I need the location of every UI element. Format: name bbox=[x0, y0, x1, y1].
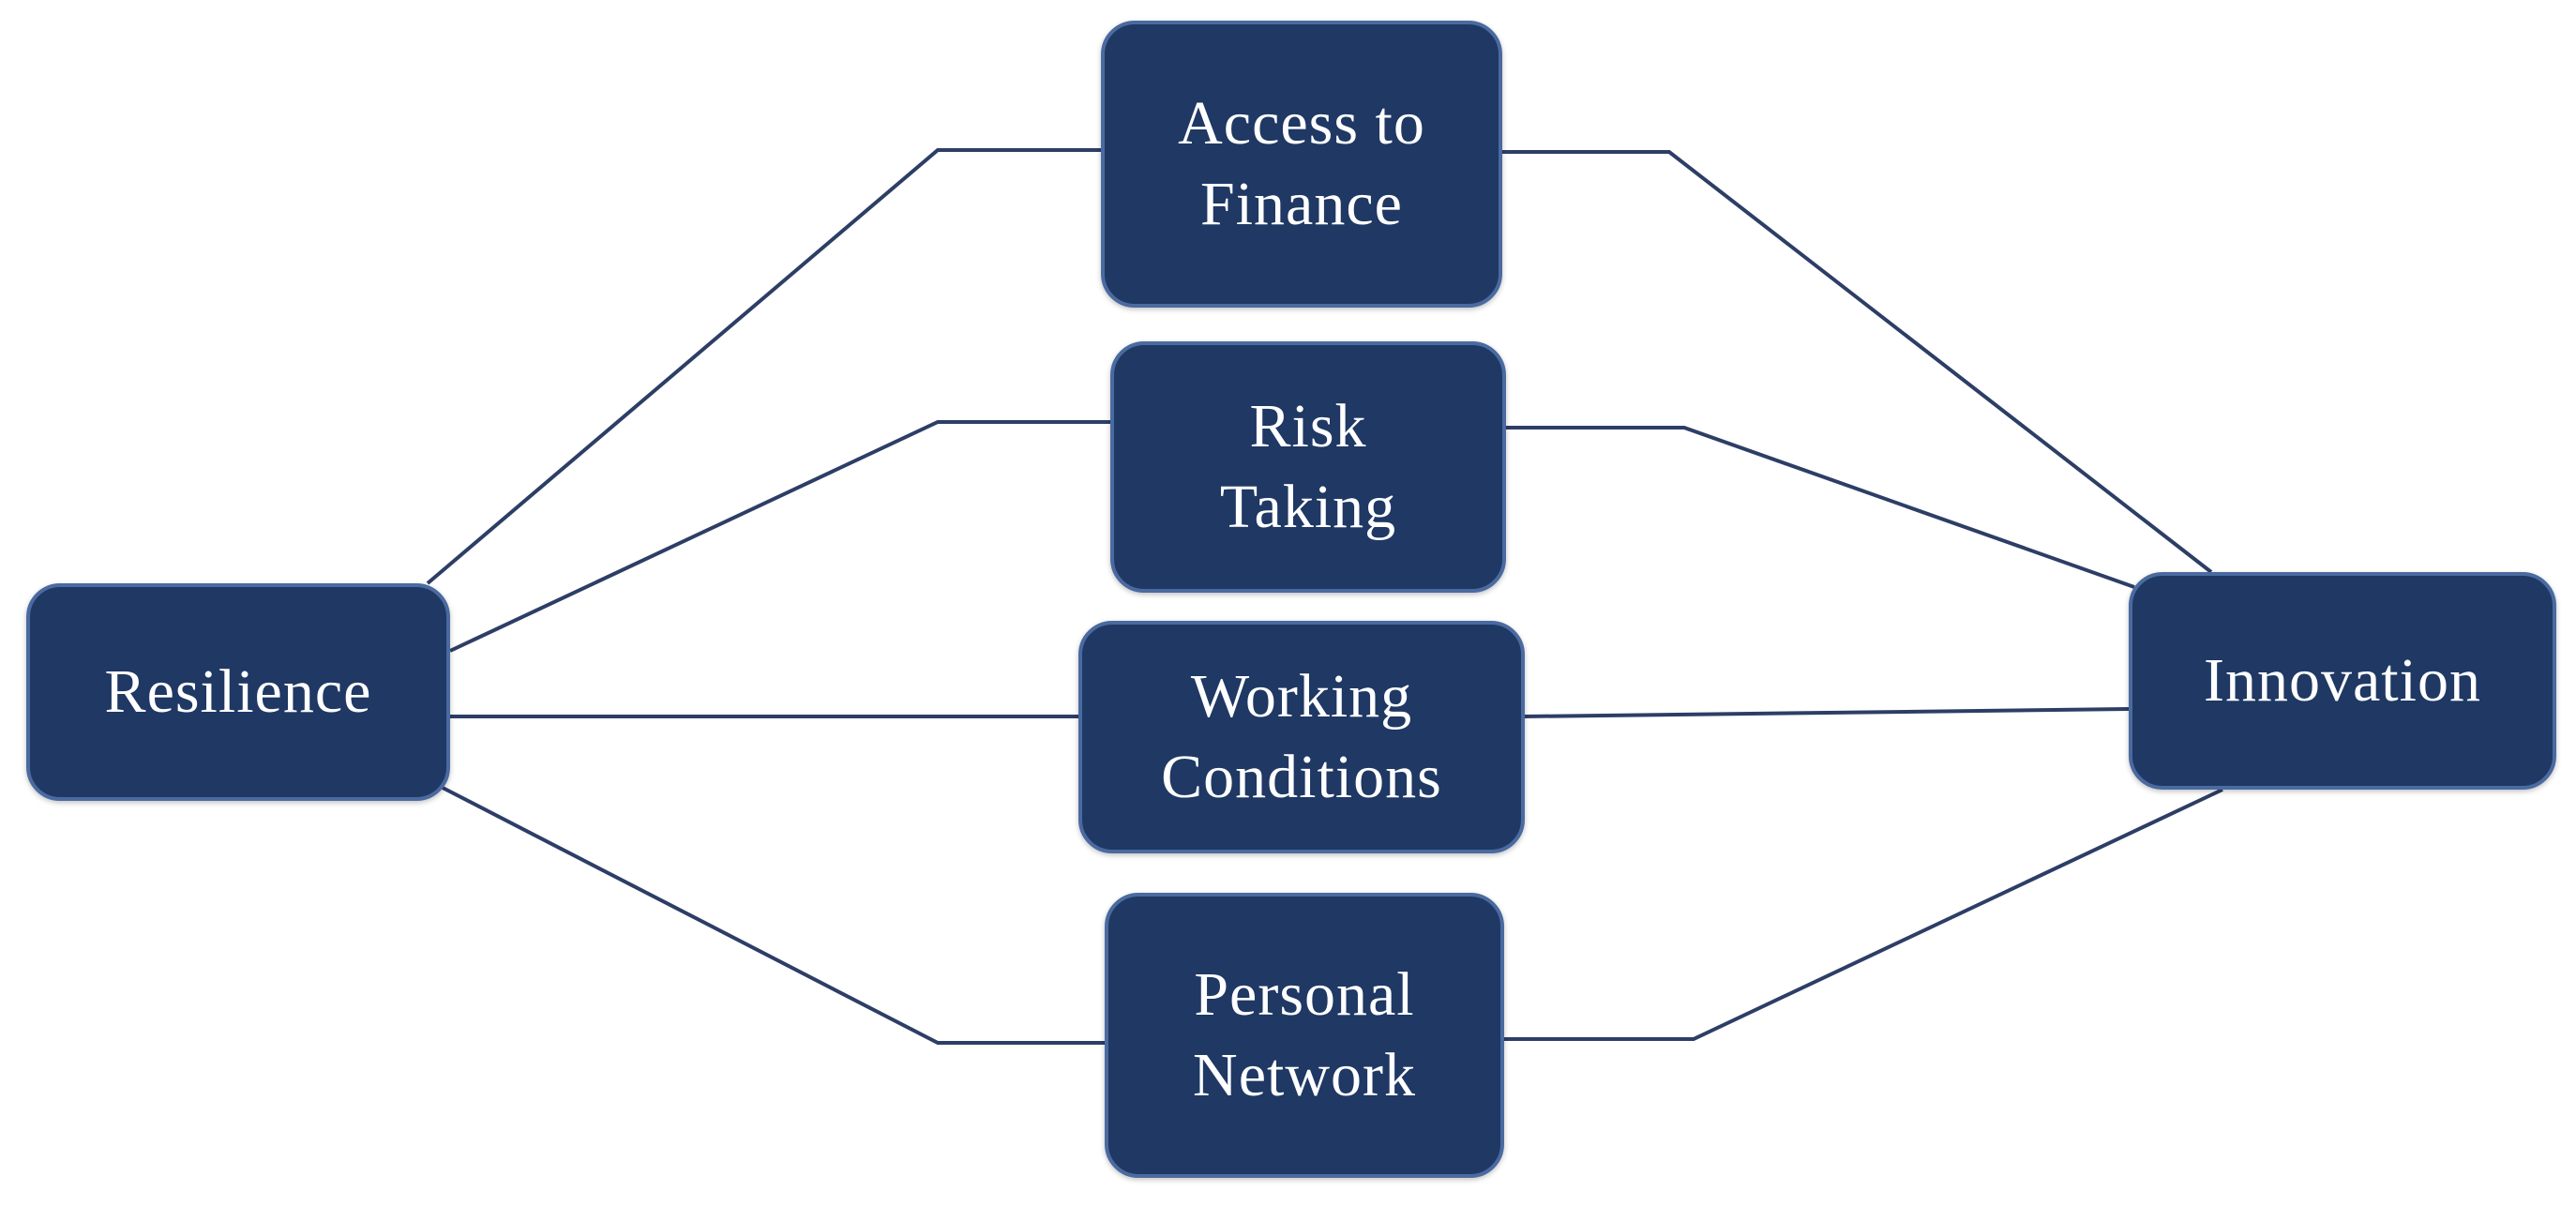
node-risk-taking: Risk Taking bbox=[1110, 341, 1506, 593]
node-access-to-finance: Access to Finance bbox=[1101, 21, 1502, 308]
edge-risk-innovation bbox=[1506, 426, 2135, 589]
node-innovation: Innovation bbox=[2129, 572, 2556, 790]
node-resilience: Resilience bbox=[26, 583, 450, 801]
node-working-conditions: Working Conditions bbox=[1078, 621, 1525, 853]
edge-finance-innovation bbox=[1502, 150, 2213, 574]
edge-resilience-risk bbox=[449, 420, 1110, 653]
edge-network-innovation bbox=[1504, 788, 2223, 1041]
edge-resilience-network bbox=[442, 786, 1105, 1045]
node-personal-network: Personal Network bbox=[1105, 893, 1504, 1178]
edge-working-innovation bbox=[1524, 707, 2130, 718]
edge-resilience-finance bbox=[426, 148, 1101, 585]
